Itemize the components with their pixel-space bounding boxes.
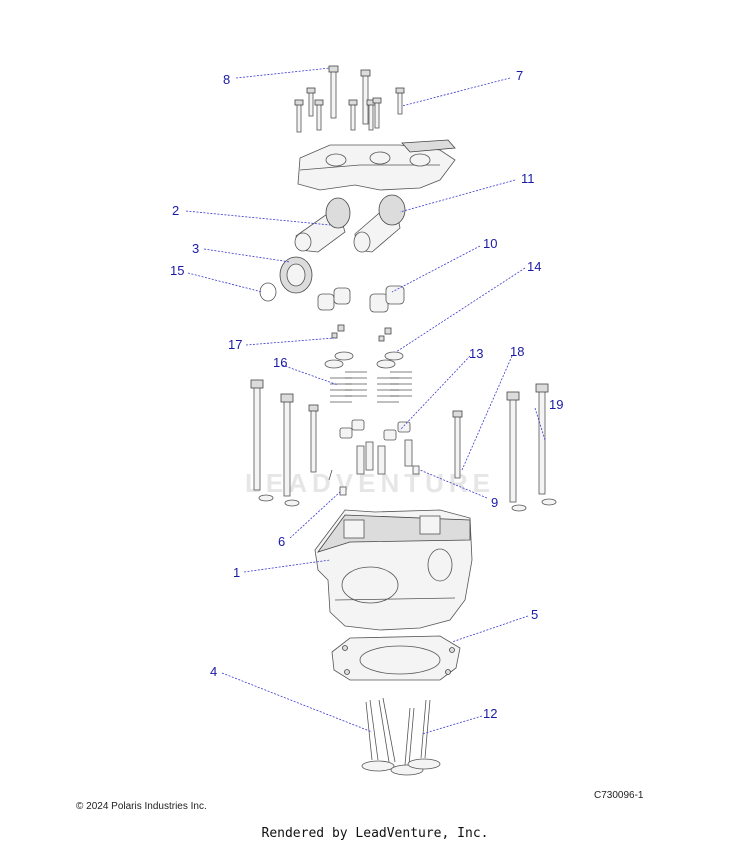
cylinder-head-bolts [250,379,557,512]
callout-12: 12 [483,706,497,721]
callout-16: 16 [273,355,287,370]
valves [361,697,441,776]
callout-14: 14 [527,259,541,274]
callout-8: 8 [223,72,230,87]
callout-leaders [185,67,546,735]
callout-7: 7 [516,68,523,83]
camshaft-caps [297,139,456,191]
callout-19: 19 [549,397,563,412]
cam-sprocket [259,256,313,302]
callout-3: 3 [192,241,199,256]
rendered-by-footer: Rendered by LeadVenture, Inc. [261,826,489,841]
valve-train-small-parts [324,324,412,441]
callout-numbers: 8 7 2 11 3 15 10 14 17 16 13 18 19 9 6 1… [170,68,563,721]
diagram-code: C730096-1 [594,790,644,801]
callout-4: 4 [210,664,217,679]
cylinder-head [314,509,473,631]
camshafts [294,194,406,253]
callout-1: 1 [233,565,240,580]
cam-cap-bolts [294,65,405,133]
callout-6: 6 [278,534,285,549]
valve-guides-and-dowels [328,439,420,496]
callout-11: 11 [521,171,535,186]
callout-15: 15 [170,263,184,278]
callout-13: 13 [469,346,483,361]
head-gasket [331,635,461,681]
callout-10: 10 [483,236,497,251]
callout-17: 17 [228,337,242,352]
callout-2: 2 [172,203,179,218]
valve-tappets [317,285,405,313]
callout-5: 5 [531,607,538,622]
callout-18: 18 [510,344,524,359]
callout-9: 9 [491,495,498,510]
copyright-notice: © 2024 Polaris Industries Inc. [76,801,207,812]
